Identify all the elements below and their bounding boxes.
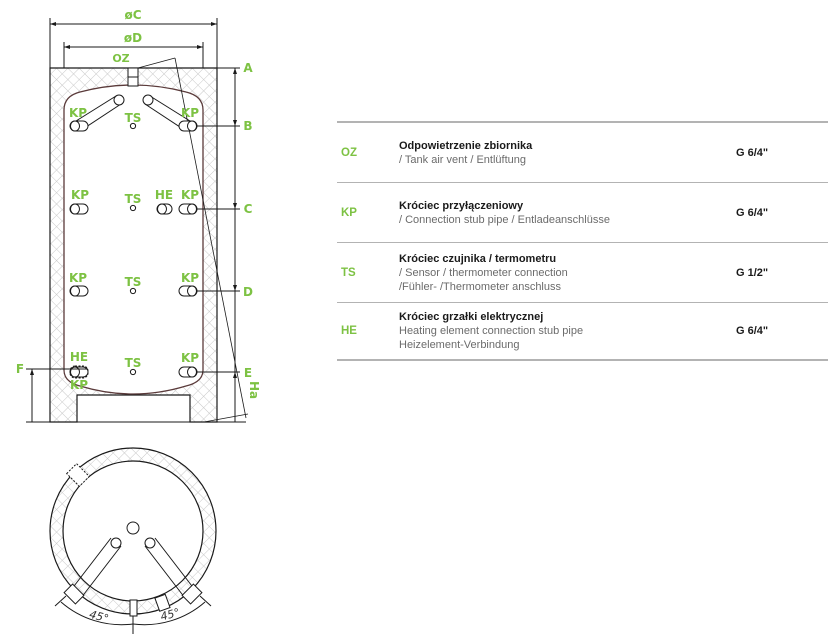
- legend-size: G 6/4": [736, 146, 769, 159]
- legend-translation: / Connection stub pipe / Entladeanschlüs…: [399, 213, 610, 226]
- legend-row-ts: TS Króciec czujnika / termometru / Senso…: [337, 243, 828, 303]
- legend-description: Króciec czujnika / termometru / Sensor /…: [399, 252, 736, 294]
- legend-description: Króciec przyłączeniowy / Connection stub…: [399, 199, 736, 227]
- kp-label: KP: [69, 106, 87, 120]
- legend-row-he: HE Króciec grzałki elektrycznej Heating …: [337, 303, 828, 361]
- dimension-outer-diameter: øC: [49, 8, 218, 68]
- kp-label: KP: [71, 188, 89, 202]
- kp-label: KP: [181, 271, 199, 285]
- kp-label: KP: [70, 378, 88, 392]
- legend-name-pl: Króciec grzałki elektrycznej: [399, 311, 544, 323]
- legend-size: G 1/2": [736, 266, 769, 279]
- kp-stub-d-right: [178, 285, 198, 297]
- height-e-label: E: [244, 366, 252, 380]
- legend-code: KP: [341, 206, 357, 219]
- legend-size: G 6/4": [736, 325, 769, 337]
- dimension-inner-diameter: øD: [63, 31, 204, 68]
- ts-label: TS: [125, 356, 142, 370]
- height-a-label: A: [243, 61, 253, 75]
- legend-description: Odpowietrzenie zbiornika / Tank air vent…: [399, 139, 736, 167]
- legend-name-pl: Króciec przyłączeniowy: [399, 199, 524, 212]
- legend-name-pl: Odpowietrzenie zbiornika: [399, 139, 533, 152]
- tank-side-view: OZ KP TS KP KP TS HE KP: [26, 52, 249, 423]
- kp-label: KP: [181, 106, 199, 120]
- angle-left-label: 45°: [88, 608, 110, 626]
- kp-label: KP: [181, 351, 199, 365]
- height-dimensions: A B C D E Ha: [197, 61, 261, 422]
- height-f-label: F: [16, 362, 24, 376]
- kp-stub-c-left: [69, 203, 89, 215]
- ts-label: TS: [125, 111, 142, 125]
- legend-code: TS: [341, 266, 356, 279]
- legend-translation: / Tank air vent / Entlüftung: [399, 153, 526, 166]
- height-c-label: C: [244, 202, 253, 216]
- he-label: HE: [70, 350, 88, 364]
- kp-label: KP: [69, 271, 87, 285]
- kp-stub-c-right: [178, 203, 198, 215]
- ts-label: TS: [125, 192, 142, 206]
- inner-diameter-label: øD: [124, 31, 142, 45]
- legend-size: G 6/4": [736, 206, 769, 219]
- outer-diameter-label: øC: [124, 8, 141, 22]
- vent-oz-label: OZ: [112, 52, 129, 65]
- angle-right-label: 45°: [159, 606, 181, 624]
- legend-translation: Heizelement-Verbindung: [399, 339, 520, 351]
- he-stub-c: [156, 203, 173, 215]
- legend-code: OZ: [341, 146, 357, 159]
- tilt-height-label: Ha: [247, 381, 261, 399]
- legend-description: Króciec grzałki elektrycznej Heating ele…: [399, 310, 736, 352]
- legend-row-kp: KP Króciec przyłączeniowy / Connection s…: [337, 183, 828, 243]
- he-kp-stub-e-left: [69, 365, 89, 379]
- legend-translation: / Sensor / thermometer connection: [399, 266, 568, 279]
- kp-stub-e-right: [178, 366, 198, 378]
- height-d-label: D: [243, 285, 253, 299]
- ts-sensor-port: [129, 204, 137, 212]
- kp-label: KP: [181, 188, 199, 202]
- ts-sensor-port: [129, 287, 137, 295]
- ts-sensor-port: [129, 368, 137, 376]
- legend-translation: /Fühler- /Thermometer anschluss: [399, 280, 561, 293]
- ts-sensor-port: [129, 122, 137, 130]
- legend-translation: Heating element connection stub pipe: [399, 325, 584, 337]
- kp-stub-d-left: [69, 285, 89, 297]
- tank-technical-drawing: øC øD OZ: [16, 8, 261, 634]
- legend-code: HE: [341, 325, 357, 337]
- legend-row-oz: OZ Odpowietrzenie zbiornika / Tank air v…: [337, 123, 828, 183]
- height-b-label: B: [243, 119, 252, 133]
- kp-pipe-top-left: [69, 94, 125, 132]
- tank-top-view: 45° 45°: [49, 447, 217, 634]
- legend-name-pl: Króciec czujnika / termometru: [399, 252, 557, 265]
- height-f-dimension: F: [16, 362, 88, 422]
- ts-label: TS: [125, 275, 142, 289]
- kp-pipe-top-right: [142, 94, 198, 132]
- connections-legend-table: OZ Odpowietrzenie zbiornika / Tank air v…: [337, 121, 828, 361]
- he-label: HE: [155, 188, 173, 202]
